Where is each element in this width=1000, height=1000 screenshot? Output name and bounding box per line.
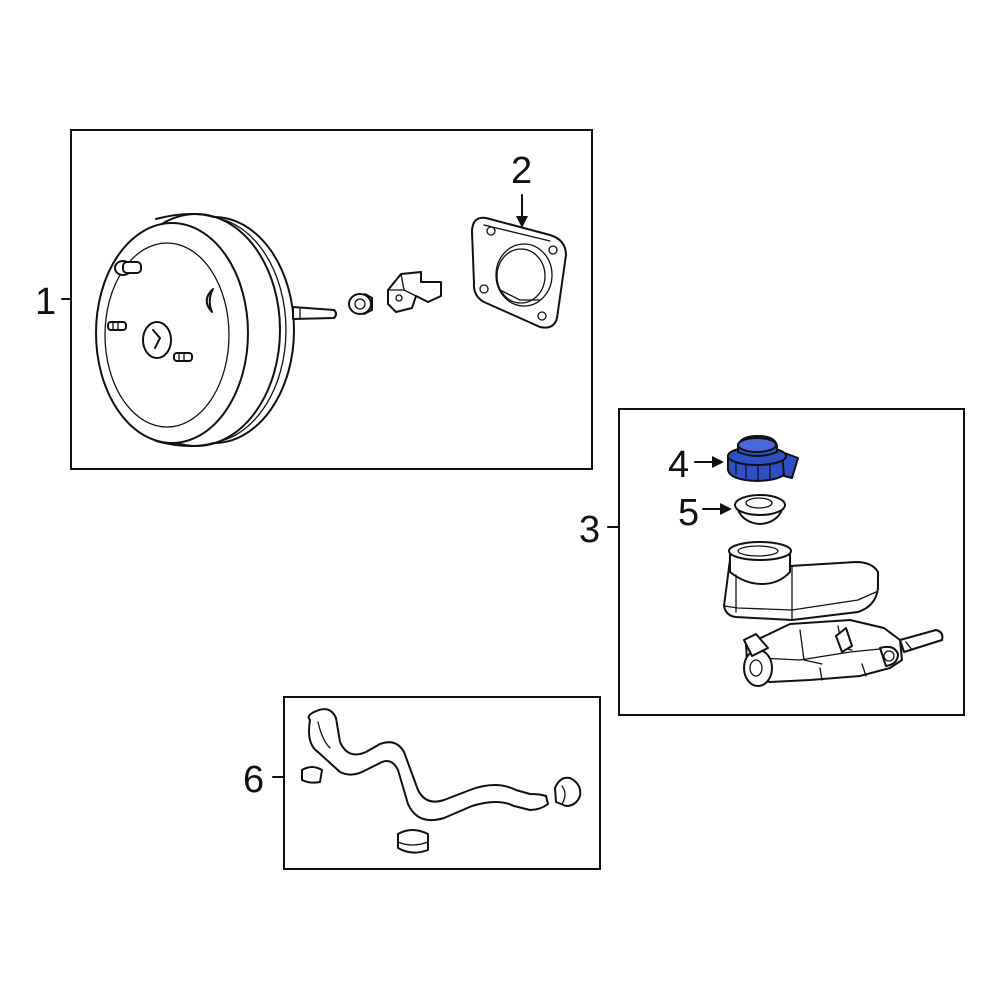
vacuum-hose[interactable] (307, 708, 549, 822)
hose-clip-small[interactable] (301, 766, 323, 784)
hose-connector-end[interactable] (554, 776, 582, 807)
callout-6[interactable]: 6 (243, 759, 264, 801)
group-box-6: 6 (243, 696, 601, 870)
vacuum-port (114, 260, 142, 276)
booster-clevis-nut[interactable] (348, 293, 373, 315)
callout-2-arrow (516, 194, 528, 228)
group-box-1: 1 (35, 129, 593, 470)
reservoir-cap[interactable] (727, 435, 799, 482)
master-cylinder[interactable] (723, 541, 944, 687)
cap-seal[interactable] (734, 494, 786, 525)
booster-clevis[interactable] (387, 271, 442, 313)
booster-gasket[interactable] (471, 216, 567, 329)
brake-booster[interactable] (95, 213, 337, 447)
callout-5[interactable]: 5 (678, 492, 699, 534)
callout-2[interactable]: 2 (511, 150, 532, 192)
hose-clip-large[interactable] (397, 829, 429, 854)
group-box-3: 3 (579, 408, 965, 716)
booster-stud-right (173, 352, 193, 362)
callout-4[interactable]: 4 (668, 444, 689, 486)
callout-4-arrow (694, 456, 724, 468)
callout-5-arrow (702, 503, 732, 515)
booster-stud-left (107, 321, 127, 331)
callout-1[interactable]: 1 (35, 281, 56, 323)
callout-3[interactable]: 3 (579, 509, 600, 551)
